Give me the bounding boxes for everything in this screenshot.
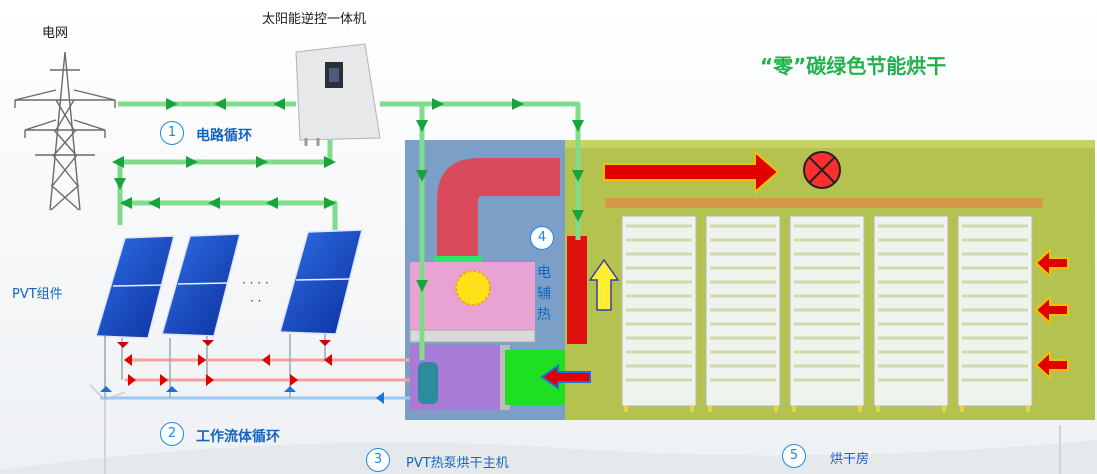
- panel-dots: · · · ·: [242, 276, 269, 290]
- fluid-number: 2: [160, 422, 184, 446]
- pvt-label: PVT组件: [12, 287, 63, 302]
- circuit-number: 1: [160, 121, 184, 145]
- circuit-label: 电路循环: [196, 128, 252, 144]
- room-label: 烘干房: [830, 452, 870, 467]
- heatpump-number: 3: [366, 448, 390, 472]
- sun-icon: [455, 270, 491, 306]
- grid-label: 电网: [42, 26, 69, 41]
- up-arrow-icon: [588, 258, 620, 311]
- aux-heater: [567, 236, 587, 344]
- page-title: “零”碳绿色节能烘干: [760, 54, 947, 78]
- inverter-icon: [295, 43, 381, 146]
- aux-number: 4: [530, 226, 554, 250]
- solar-panel-icon: [95, 229, 363, 339]
- fluid-label: 工作流体循环: [196, 429, 280, 445]
- power-tower-icon: [14, 51, 116, 211]
- compressor-icon: [418, 362, 438, 404]
- inverter-label: 太阳能逆控一体机: [262, 12, 367, 27]
- panel-dots-2: · ·: [250, 294, 262, 308]
- aux-label: 电辅热: [537, 265, 551, 323]
- room-number: 5: [782, 444, 806, 468]
- heatpump-label: PVT热泵烘干主机: [406, 456, 509, 471]
